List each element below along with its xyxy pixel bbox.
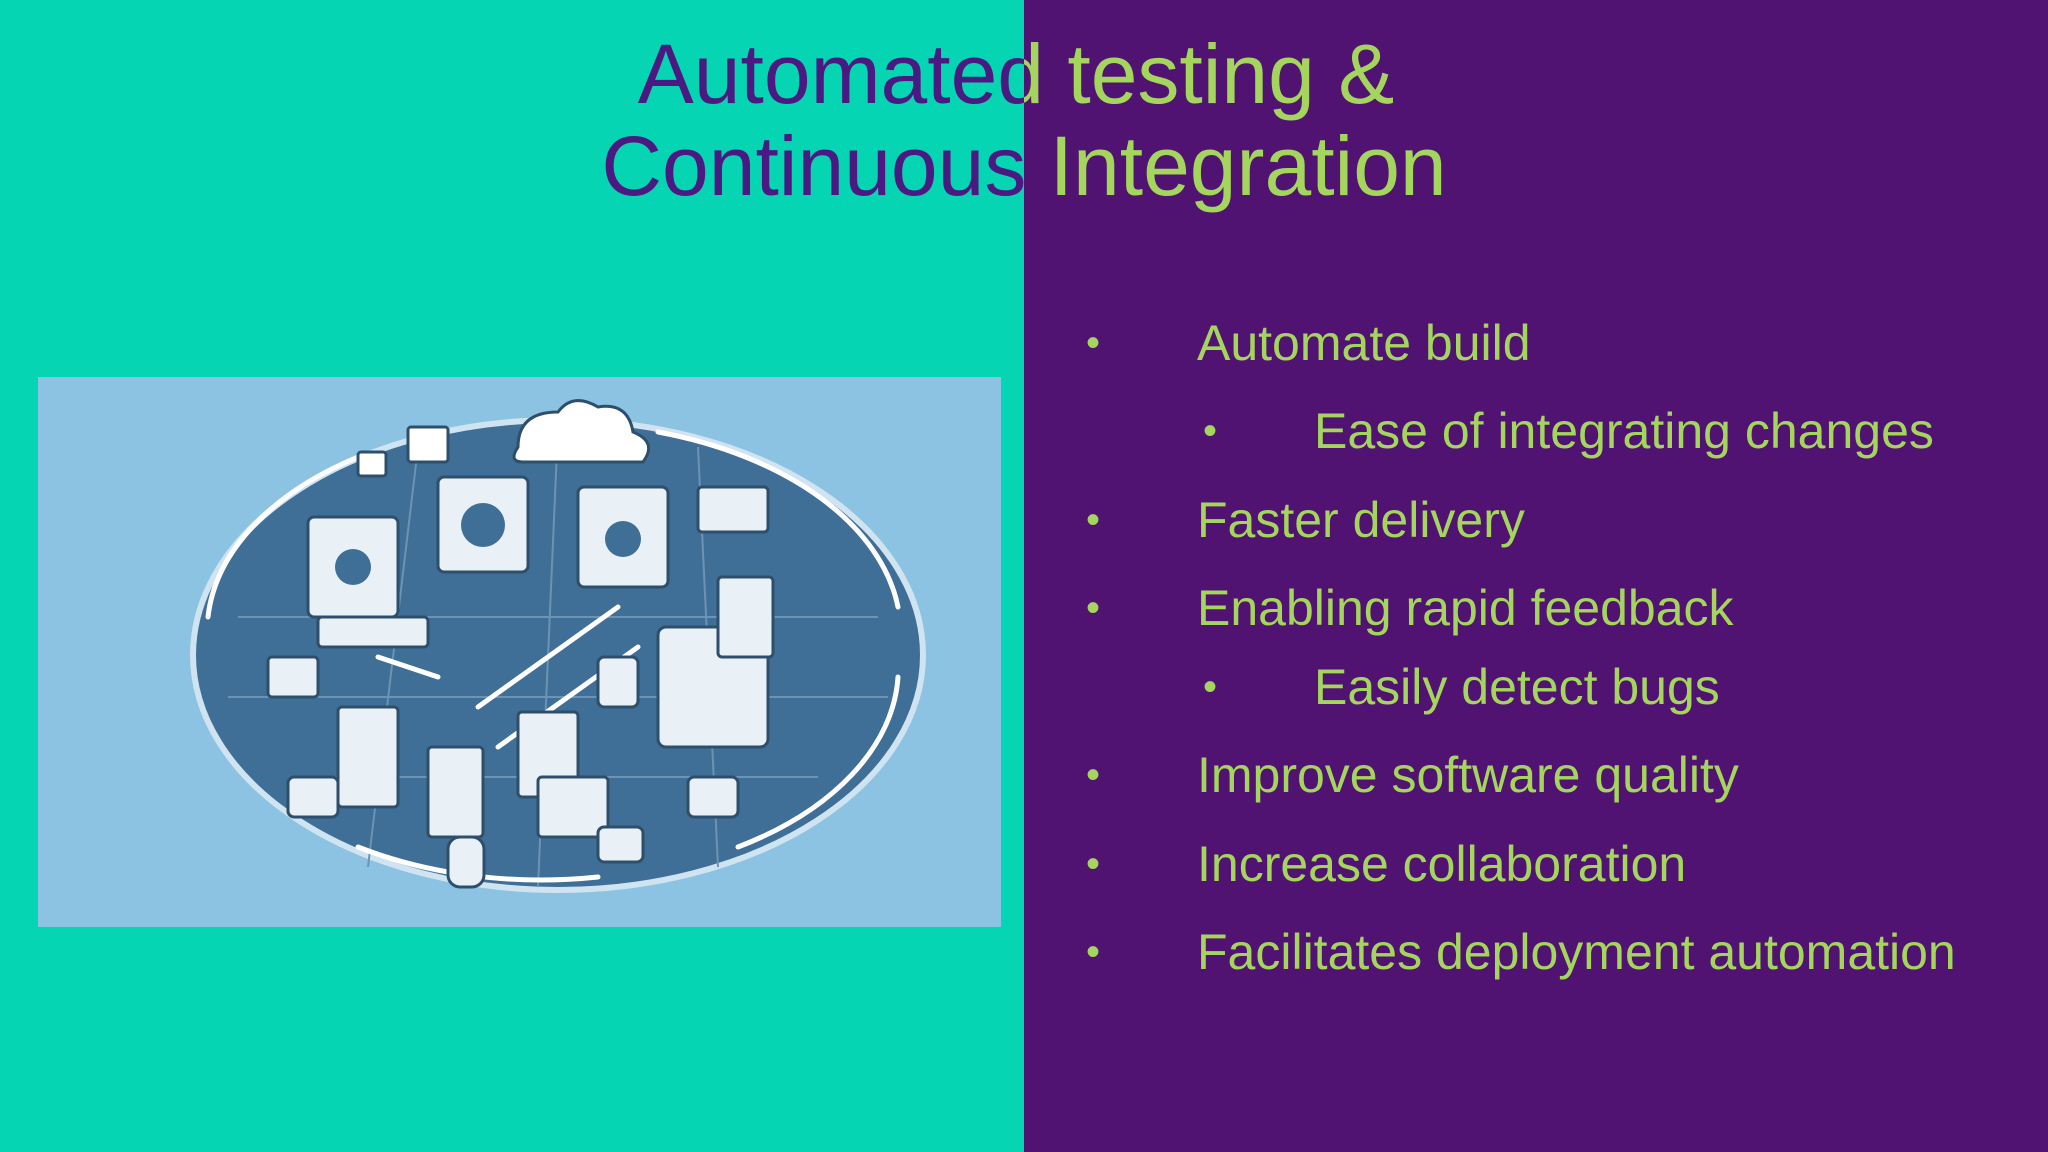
title-line-2-right: Continuous Integration [1024,119,1447,213]
bullet-item: • Enabling rapid feedback [1080,579,1734,637]
bullet-text: Improve software quality [1197,747,1739,803]
sub-bullet-item: • Ease of integrating changes [1197,402,1934,460]
bullet-text: Enabling rapid feedback [1197,580,1734,636]
bullet-item: • Automate build [1080,314,1531,372]
bullet-text: Facilitates deployment automation [1197,924,1956,980]
bullet-marker: • [1086,585,1101,630]
bullet-text: Automate build [1197,315,1531,371]
slide-title: Automated testing & Continuous Integrati… [0,0,1024,240]
bullet-marker: • [1086,320,1101,365]
title-line-1: Automated testing & [637,27,1024,121]
bullet-marker: • [1203,664,1218,709]
right-panel [1024,0,2048,1152]
bullet-item: • Faster delivery [1080,491,1525,549]
title-line-1-right: Automated testing & [1024,27,1395,121]
bullet-text: Faster delivery [1197,492,1525,548]
bullet-marker: • [1086,929,1101,974]
bullet-item: • Facilitates deployment automation [1080,923,1956,981]
title-line-2: Continuous Integration [601,119,1024,213]
bullet-marker: • [1086,841,1101,886]
bullet-item: • Increase collaboration [1080,835,1686,893]
bullet-text: Easily detect bugs [1314,659,1720,715]
sub-bullet-item: • Easily detect bugs [1197,658,1720,716]
bullet-marker: • [1086,752,1101,797]
bullet-item: • Improve software quality [1080,746,1739,804]
bullet-text: Ease of integrating changes [1314,403,1934,459]
slide-title-right-half: Automated testing & Continuous Integrati… [1024,0,2048,240]
bullet-text: Increase collaboration [1197,836,1687,892]
ci-cd-pipeline-illustration [38,377,1001,927]
bullet-marker: • [1203,408,1218,453]
bullet-marker: • [1086,497,1101,542]
